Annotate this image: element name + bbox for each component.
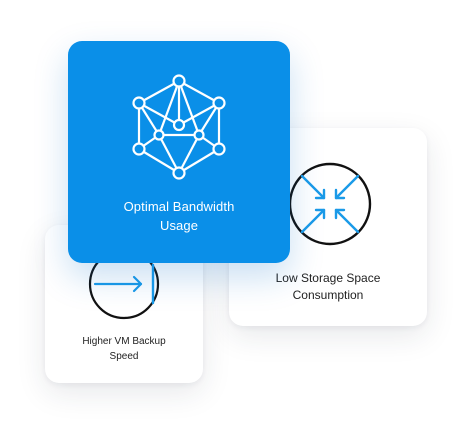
feature-label-vm-line2: Speed xyxy=(109,350,139,362)
compress-arrows-icon xyxy=(288,162,372,246)
feature-label-bandwidth-line2: Usage xyxy=(159,217,199,233)
feature-label-storage: Low Storage Space Consumption xyxy=(229,270,427,305)
network-mesh-icon xyxy=(132,74,226,180)
feature-label-vm-line1: Higher VM Backup xyxy=(82,336,166,347)
feature-label-vm-backup: Higher VM Backup Speed xyxy=(45,335,203,364)
feature-label-bandwidth-line1: Optimal Bandwidth xyxy=(123,199,235,214)
feature-card-bandwidth: Optimal Bandwidth Usage xyxy=(68,41,290,263)
feature-label-bandwidth: Optimal Bandwidth Usage xyxy=(68,198,290,236)
feature-label-storage-line1: Low Storage Space xyxy=(275,271,381,285)
feature-label-storage-line2: Consumption xyxy=(292,288,364,303)
